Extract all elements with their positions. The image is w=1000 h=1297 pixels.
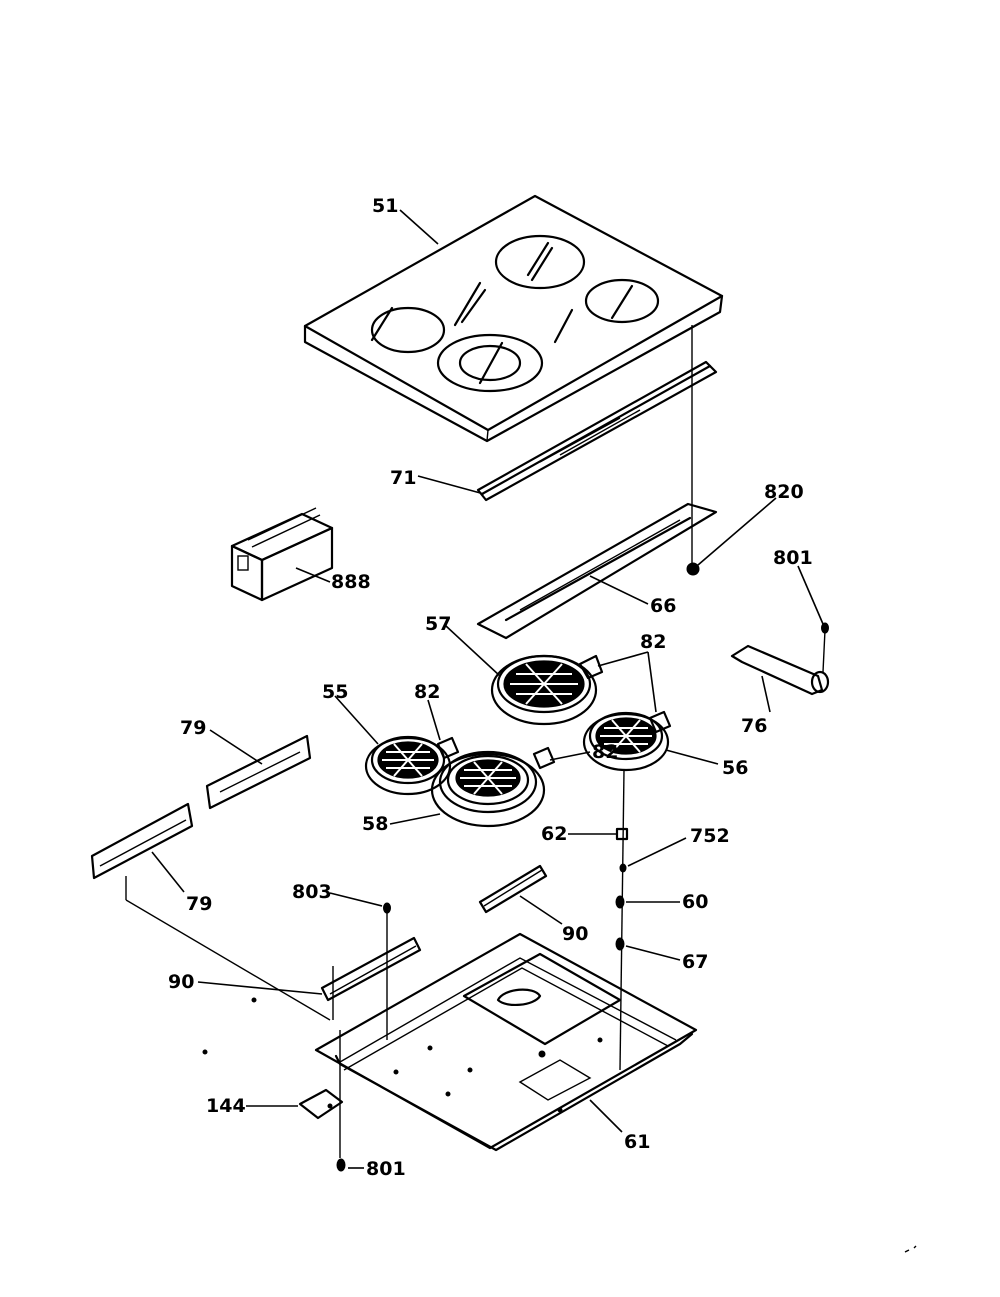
trim-part-79-upper [205,734,312,810]
heating-element-part-56 [582,710,672,772]
callout-61: 61 [624,1131,650,1153]
callout-79-upper: 79 [180,717,206,739]
front-trim-part-71 [476,360,718,502]
bracket-part-144 [298,1088,344,1120]
speck-mark [202,1049,208,1055]
speck-mark [251,997,257,1003]
callout-79-lower: 79 [186,893,212,915]
callout-801-lower: 801 [366,1158,406,1180]
callout-801-upper: 801 [773,547,813,569]
spacer-part-60 [615,895,625,909]
callout-90-right: 90 [562,923,588,945]
callout-51: 51 [372,195,398,217]
bumper-part-820 [686,325,700,576]
side-bracket-part-76 [730,644,830,696]
callout-60: 60 [682,891,708,913]
clip-part-67 [615,937,625,951]
callout-67: 67 [682,951,708,973]
callout-888: 888 [331,571,371,593]
trim-part-79-lower [90,802,331,1021]
callout-90-left: 90 [168,971,194,993]
callout-820: 820 [764,481,804,503]
callout-66: 66 [650,595,676,617]
callout-82-upper: 82 [640,631,666,653]
callout-55: 55 [322,681,348,703]
callout-82-mid: 82 [592,741,618,763]
parts-box-part-888 [230,507,334,602]
callout-71: 71 [390,467,416,489]
leader-lines [151,209,824,1169]
callout-57: 57 [425,613,451,635]
cooktop-glass-part-51 [303,194,724,443]
rail-part-90-left [320,936,422,1020]
heating-element-part-58 [430,746,556,828]
screw-part-801-lower [336,1030,346,1172]
callout-803: 803 [292,881,332,903]
callout-144: 144 [206,1095,246,1117]
screw-part-801-upper [821,622,829,673]
callout-752: 752 [690,825,730,847]
terminal-block-stack [615,769,629,1071]
heating-element-part-57 [490,654,604,726]
callout-76: 76 [741,715,767,737]
heating-element-part-55 [364,735,460,796]
screw-part-752 [619,863,627,873]
callout-56: 56 [722,757,748,779]
rail-part-90-right [478,864,548,914]
rear-bracket-part-66 [476,502,718,640]
callout-58: 58 [362,813,388,835]
screw-part-803 [383,902,391,1040]
callout-82-left: 82 [414,681,440,703]
terminal-part-62 [615,827,629,841]
corner-speck-mark [904,1245,917,1253]
callout-62: 62 [541,823,567,845]
burner-box-part-61 [314,932,698,1152]
